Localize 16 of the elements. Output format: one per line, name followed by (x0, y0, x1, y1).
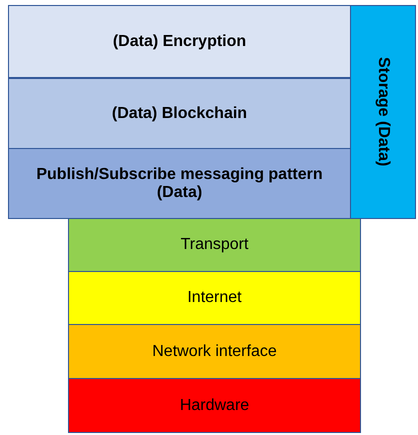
layer-label: Network interface (151, 342, 278, 360)
layer-box (68, 218, 361, 272)
layer-label: Publish/Subscribe messaging pattern (Data) (35, 166, 324, 202)
layer-box (8, 5, 351, 78)
layer-label: Transport (180, 236, 250, 254)
layer-box (68, 271, 361, 325)
layer-box (68, 378, 361, 433)
layer-label: Hardware (178, 396, 250, 414)
layer-box (8, 78, 351, 149)
layer-box (68, 324, 361, 379)
layer-box (350, 5, 416, 219)
layer-label: Storage (Data) (374, 57, 393, 167)
layer-label: (Data) Encryption (112, 32, 248, 50)
layer-label: (Data) Blockchain (110, 104, 248, 122)
layer-box (8, 148, 351, 219)
layer-label: Internet (186, 289, 243, 307)
